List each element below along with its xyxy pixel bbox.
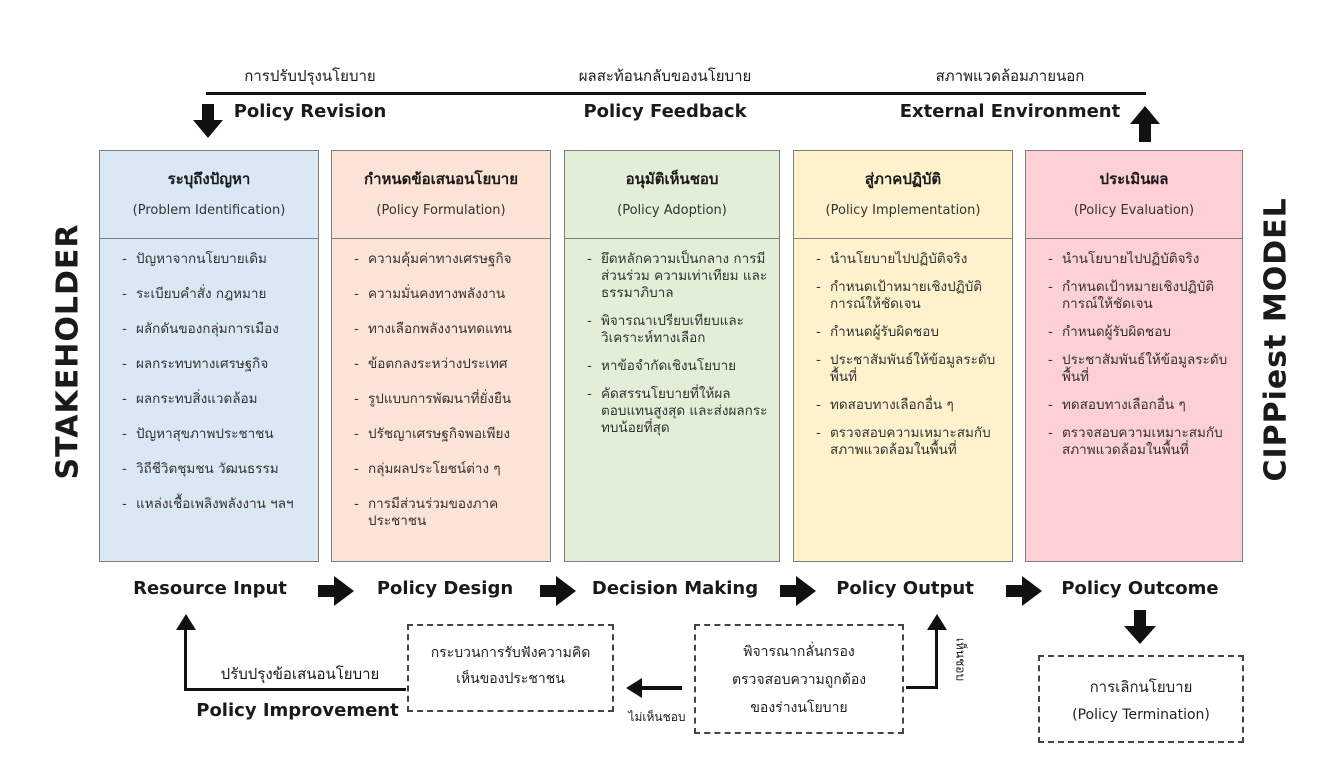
public-hearing-text: กระบวนการรับฟังความคิดเห็นของประชาชน — [430, 645, 591, 687]
stage-decision-making: Decision Making — [591, 578, 759, 599]
box-title-th: สู่ภาคปฏิบัติ — [864, 170, 942, 188]
box-title-en: (Problem Identification) — [132, 203, 286, 218]
list-item: รูปแบบการพัฒนาที่ยั่งยืน — [354, 391, 540, 408]
list-item: ระเบียบคำสั่ง กฎหมาย — [122, 286, 308, 303]
public-hearing-box: กระบวนการรับฟังความคิดเห็นของประชาชน — [407, 624, 614, 712]
box-header: ประเมินผล (Policy Evaluation) — [1026, 151, 1242, 239]
box-title-en: (Policy Adoption) — [617, 203, 727, 218]
list-item: ตรวจสอบความเหมาะสมกับสภาพแวดล้อมในพื้นที… — [1048, 425, 1232, 459]
screening-text-1: พิจารณากลั่นกรอง — [743, 644, 855, 660]
improvement-line-vertical — [184, 628, 187, 690]
list-item: วิถีชีวิตชุมชน วัฒนธรรม — [122, 461, 308, 478]
list-item: ทางเลือกพลังงานทดแทน — [354, 321, 540, 338]
screening-box: พิจารณากลั่นกรอง ตรวจสอบความถูกต้อง ของร… — [694, 624, 904, 734]
box-title-en: (Policy Formulation) — [376, 203, 506, 218]
list-item: กลุ่มผลประโยชน์ต่าง ๆ — [354, 461, 540, 478]
cippiest-model-label: CIPPiest MODEL — [1258, 197, 1294, 482]
environment-en: External Environment — [899, 101, 1121, 122]
list-item: ผลักดันของกลุ่มการเมือง — [122, 321, 308, 338]
box-title-th: ระบุถึงปัญหา — [167, 170, 251, 188]
list-item: ประชาสัมพันธ์ให้ข้อมูลระดับพื้นที่ — [1048, 352, 1232, 386]
policy-adoption-box: อนุมัติเห็นชอบ (Policy Adoption) ยึดหลัก… — [564, 150, 780, 562]
list-item: นำนโยบายไปปฏิบัติจริง — [1048, 251, 1232, 268]
left-arrow-icon — [626, 678, 682, 702]
stage-policy-output: Policy Output — [836, 578, 974, 599]
list-item: ปัญหาสุขภาพประชาชน — [122, 426, 308, 443]
improvement-en: Policy Improvement — [196, 700, 399, 721]
policy-evaluation-box: ประเมินผล (Policy Evaluation) นำนโยบายไป… — [1025, 150, 1243, 562]
termination-arrow-icon — [1124, 610, 1156, 650]
termination-th: การเลิกนโยบาย — [1089, 678, 1193, 696]
list-item: ผลกระทบทางเศรษฐกิจ — [122, 356, 308, 373]
not-agree-label: ไม่เห็นชอบ — [628, 710, 686, 724]
box-title-en: (Policy Implementation) — [825, 203, 981, 218]
policy-implementation-box: สู่ภาคปฏิบัติ (Policy Implementation) นำ… — [793, 150, 1013, 562]
box-list: ยึดหลักความเป็นกลาง การมีส่วนร่วม ความเท… — [565, 239, 779, 437]
policy-formulation-box: กำหนดข้อเสนอนโยบาย (Policy Formulation) … — [331, 150, 551, 562]
agree-label: เห็นชอบ — [953, 637, 968, 682]
list-item: การมีส่วนร่วมของภาคประชาชน — [354, 496, 540, 530]
list-item: ความคุ้มค่าทางเศรษฐกิจ — [354, 251, 540, 268]
list-item: กำหนดเป้าหมายเชิงปฏิบัติการณ์ให้ชัดเจน — [1048, 279, 1232, 313]
environment-th: สภาพแวดล้อมภายนอก — [935, 67, 1085, 85]
list-item: ทดสอบทางเลือกอื่น ๆ — [816, 397, 1002, 414]
box-title-th: กำหนดข้อเสนอนโยบาย — [363, 170, 519, 188]
box-header: สู่ภาคปฏิบัติ (Policy Implementation) — [794, 151, 1012, 239]
list-item: นำนโยบายไปปฏิบัติจริง — [816, 251, 1002, 268]
right-arrow-icon — [780, 576, 816, 610]
right-arrow-icon — [318, 576, 354, 610]
feedback-en: Policy Feedback — [583, 101, 747, 122]
box-header: ระบุถึงปัญหา (Problem Identification) — [100, 151, 318, 239]
box-list: ความคุ้มค่าทางเศรษฐกิจ ความมั่นคงทางพลัง… — [332, 239, 550, 530]
improvement-up-arrow-icon — [176, 614, 196, 636]
stakeholder-label: STAKEHOLDER — [50, 223, 86, 480]
list-item: ข้อตกลงระหว่างประเทศ — [354, 356, 540, 373]
box-header: กำหนดข้อเสนอนโยบาย (Policy Formulation) — [332, 151, 550, 239]
box-list: ปัญหาจากนโยบายเดิม ระเบียบคำสั่ง กฎหมาย … — [100, 239, 318, 513]
box-list: นำนโยบายไปปฏิบัติจริง กำหนดเป้าหมายเชิงป… — [1026, 239, 1242, 459]
box-title-th: อนุมัติเห็นชอบ — [625, 170, 719, 188]
list-item: ประชาสัมพันธ์ให้ข้อมูลระดับพื้นที่ — [816, 352, 1002, 386]
right-arrow-icon — [1006, 576, 1042, 610]
environment-arrow-icon — [1130, 106, 1160, 146]
list-item: พิจารณาเปรียบเทียบและวิเคราะห์ทางเลือก — [587, 313, 769, 347]
feedback-line — [206, 92, 1146, 95]
termination-box: การเลิกนโยบาย (Policy Termination) — [1038, 655, 1244, 743]
list-item: ปรัชญาเศรษฐกิจพอเพียง — [354, 426, 540, 443]
right-arrow-icon — [540, 576, 576, 610]
problem-identification-box: ระบุถึงปัญหา (Problem Identification) ปั… — [99, 150, 319, 562]
agree-line-vertical — [935, 628, 938, 689]
stage-policy-outcome: Policy Outcome — [1061, 578, 1219, 599]
list-item: ทดสอบทางเลือกอื่น ๆ — [1048, 397, 1232, 414]
list-item: คัดสรรนโยบายที่ให้ผลตอบแทนสูงสุด และส่งผ… — [587, 386, 769, 437]
list-item: หาข้อจำกัดเชิงนโยบาย — [587, 358, 769, 375]
box-title-th: ประเมินผล — [1099, 170, 1169, 188]
improvement-line-horizontal — [184, 688, 406, 691]
list-item: กำหนดผู้รับผิดชอบ — [816, 324, 1002, 341]
list-item: แหล่งเชื้อเพลิงพลังงาน ฯลฯ — [122, 496, 308, 513]
screening-text-2: ตรวจสอบความถูกต้อง — [731, 672, 867, 688]
list-item: กำหนดเป้าหมายเชิงปฏิบัติการณ์ให้ชัดเจน — [816, 279, 1002, 313]
improvement-th: ปรับปรุงข้อเสนอนโยบาย — [220, 665, 380, 683]
termination-en: (Policy Termination) — [1072, 707, 1210, 723]
revision-th: การปรับปรุงนโยบาย — [244, 67, 376, 85]
box-title-en: (Policy Evaluation) — [1073, 203, 1195, 218]
box-header: อนุมัติเห็นชอบ (Policy Adoption) — [565, 151, 779, 239]
agree-up-arrow-icon — [927, 614, 947, 636]
list-item: ยึดหลักความเป็นกลาง การมีส่วนร่วม ความเท… — [587, 251, 769, 302]
feedback-th: ผลสะท้อนกลับของนโยบาย — [578, 67, 752, 85]
list-item: ตรวจสอบความเหมาะสมกับสภาพแวดล้อมในพื้นที… — [816, 425, 1002, 459]
list-item: กำหนดผู้รับผิดชอบ — [1048, 324, 1232, 341]
revision-arrow-icon — [193, 104, 223, 144]
stage-policy-design: Policy Design — [376, 578, 514, 599]
stage-resource-input: Resource Input — [133, 578, 287, 599]
agree-line-horizontal — [906, 686, 938, 689]
screening-text-3: ของร่างนโยบาย — [750, 700, 848, 716]
list-item: ความมั่นคงทางพลังงาน — [354, 286, 540, 303]
box-list: นำนโยบายไปปฏิบัติจริง กำหนดเป้าหมายเชิงป… — [794, 239, 1012, 459]
list-item: ปัญหาจากนโยบายเดิม — [122, 251, 308, 268]
revision-en: Policy Revision — [233, 101, 387, 122]
list-item: ผลกระทบสิ่งแวดล้อม — [122, 391, 308, 408]
